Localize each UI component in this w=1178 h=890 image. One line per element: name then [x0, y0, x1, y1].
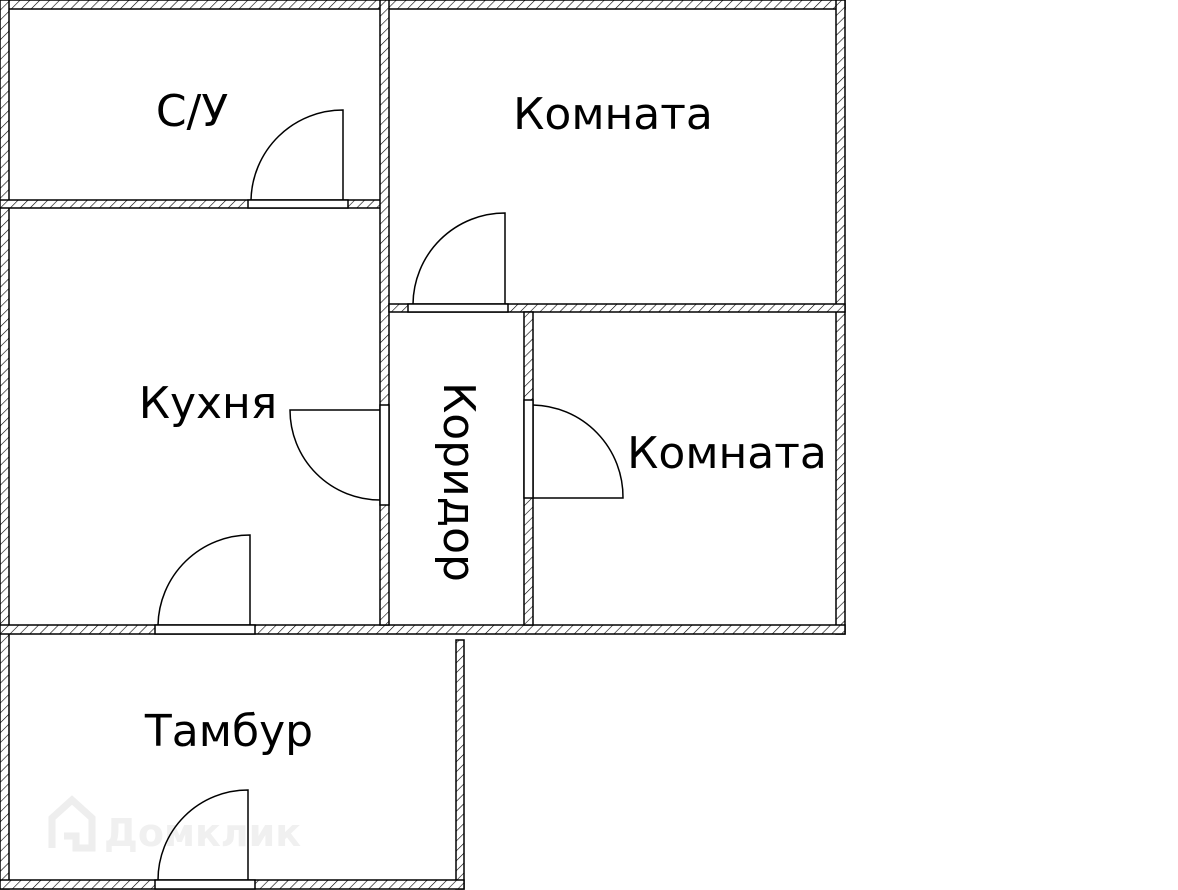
- room-label-room-top: Комната: [513, 89, 713, 140]
- door-room-right: [532, 404, 624, 499]
- room-label-bathroom: С/У: [156, 86, 229, 137]
- door-kitchen-bottom: [157, 534, 251, 626]
- room-label-room-right: Комната: [627, 428, 827, 479]
- door-room-top: [412, 212, 506, 305]
- doors: [157, 109, 624, 881]
- door-bathroom: [250, 109, 344, 201]
- watermark: Домклик: [48, 795, 301, 855]
- door-vestibule: [157, 789, 249, 881]
- room-label-corridor: Коридор: [433, 382, 484, 582]
- door-kitchen: [289, 409, 381, 501]
- room-label-kitchen: Кухня: [139, 378, 278, 429]
- room-label-vestibule: Тамбур: [144, 706, 313, 757]
- house-logo-icon: [48, 795, 96, 852]
- svg-text:Домклик: Домклик: [104, 811, 301, 855]
- door-openings: [154, 199, 534, 890]
